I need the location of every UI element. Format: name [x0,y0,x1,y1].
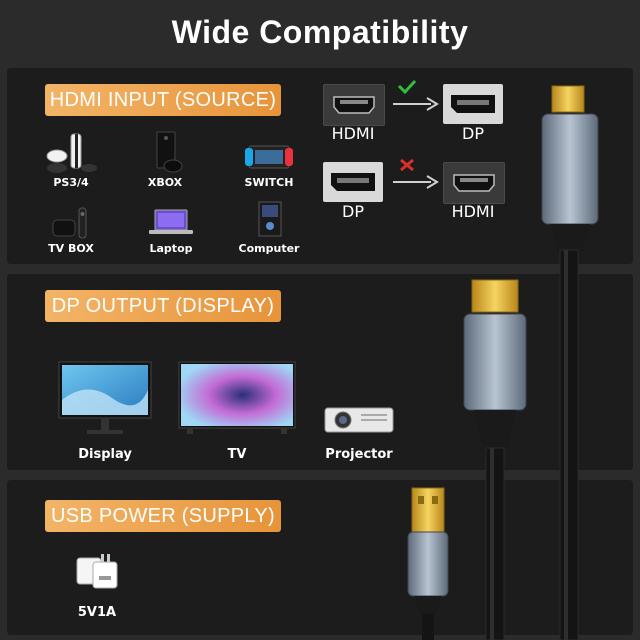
dp-output-badge: DP OUTPUT (DISPLAY) [45,290,281,322]
dp-port-target [443,84,503,124]
switch-console-icon [245,145,293,169]
dp-cable-image [463,279,527,640]
monitor-icon [58,361,152,434]
device-tvbox: TV BOX [31,206,111,255]
device-ps: PS3/4 [31,130,111,189]
device-label: Display [78,447,132,462]
hdmi-port-source [323,84,385,126]
hdmi-port-icon [453,174,495,192]
device-computer: Computer [229,200,309,255]
tv-icon [178,361,296,434]
device-label: Computer [238,242,300,255]
tv-box-icon [52,207,87,239]
laptop-icon [149,209,193,234]
usb-power-panel: USB POWER (SUPPLY) 5V1A [7,480,633,635]
direction-to-label: DP [462,124,484,143]
projector-icon [324,407,394,433]
hdmi-port-target [443,162,505,204]
arrow-icon [393,158,439,189]
check-icon [397,79,417,95]
hdmi-input-panel: HDMI INPUT (SOURCE) PS3/4 XBOX SWITCH [7,68,633,264]
device-laptop: Laptop [131,206,211,255]
hdmi-port-icon [333,96,375,114]
hdmi-input-badge: HDMI INPUT (SOURCE) [45,84,281,116]
device-label: 5V1A [77,605,117,620]
device-label: SWITCH [244,176,294,189]
xbox-console-icon [156,131,183,173]
usb-charger-icon [76,554,118,589]
device-projector: Projector [321,400,397,462]
dp-port-icon [451,95,495,113]
device-xbox: XBOX [125,130,205,189]
device-switch: SWITCH [229,130,309,189]
dp-port-icon [331,173,375,191]
direction-from-label: HDMI [331,124,375,143]
dp-output-panel: DP OUTPUT (DISPLAY) Display [7,274,633,470]
cross-icon [400,158,414,172]
device-charger: 5V1A [67,548,127,620]
device-label: TV BOX [48,242,94,255]
game-console-icon [46,133,97,173]
device-display: Display [57,360,153,462]
page-title: Wide Compatibility [171,14,469,50]
device-label: Projector [325,447,393,462]
direction-to-label: HDMI [451,202,495,221]
direction-from-label: DP [342,202,364,221]
dp-port-source [323,162,383,202]
arrow-icon [393,79,439,111]
device-label: XBOX [147,176,183,189]
usb-cable-image [407,487,449,640]
device-label: TV [227,447,247,462]
usb-power-badge: USB POWER (SUPPLY) [45,500,281,532]
device-tv: TV [177,360,297,462]
computer-tower-icon [258,201,282,237]
hdmi-cable-image [541,85,599,640]
device-label: PS3/4 [53,176,89,189]
device-label: Laptop [149,242,193,255]
